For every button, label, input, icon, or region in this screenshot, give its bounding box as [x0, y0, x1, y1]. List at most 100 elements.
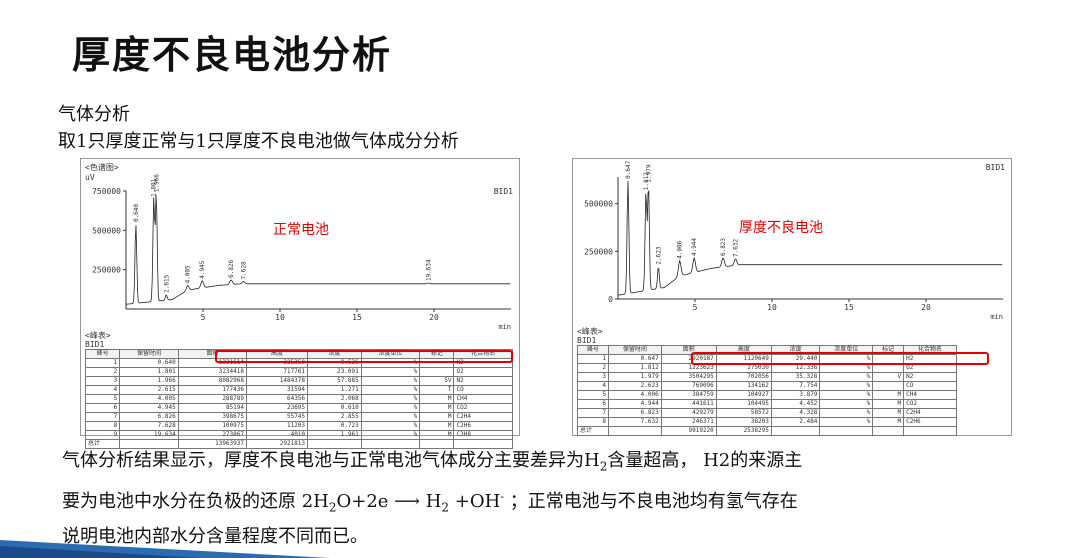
table-cell: %	[360, 421, 421, 431]
table-cell: 1.271	[307, 385, 362, 395]
table-cell: %	[819, 390, 874, 400]
table-cell: C2H6	[453, 421, 513, 431]
y-tick-label: 250000	[584, 247, 613, 256]
table-cell: C2H4	[903, 408, 957, 418]
column-header: 峰号	[84, 349, 121, 359]
conclusion-line-3: 说明电池内部水分含量程度不同而已。	[62, 526, 368, 548]
table-cell: 57.885	[307, 376, 362, 386]
y-tick-label: 250000	[92, 266, 121, 275]
table-cell: %	[360, 430, 421, 440]
table-cell: M	[872, 390, 905, 400]
table-cell: CH4	[453, 394, 513, 404]
table-cell: C2H4	[453, 412, 513, 422]
table-cell: 104495	[715, 399, 772, 409]
x-tick-label: 20	[921, 303, 931, 312]
table-cell: 0.723	[307, 421, 362, 431]
chromatogram-header: <色谱图>	[85, 163, 119, 172]
peak-label: 2.623	[655, 246, 662, 264]
y-tick-label: 500000	[92, 226, 121, 235]
table-cell: 8	[84, 421, 121, 431]
table-cell: O2	[453, 367, 513, 377]
y-tick-label: 500000	[584, 200, 613, 209]
table-cell: N2	[453, 376, 513, 386]
table-cell: 7.754	[770, 381, 821, 391]
table-cell: 273867	[177, 430, 248, 440]
table-cell: 6	[84, 403, 121, 413]
peak-table-detector: BID1	[85, 340, 105, 349]
peak-table-header: <峰表>	[577, 327, 603, 336]
table-cell: 6.826	[119, 412, 179, 422]
x-tick-label: 15	[352, 313, 362, 322]
table-cell: 4010	[245, 430, 309, 440]
table-cell: 23.091	[307, 367, 362, 377]
chromatogram-trace	[617, 180, 1003, 296]
peak-label: 6.823	[720, 238, 727, 256]
table-cell: CH4	[903, 390, 957, 400]
table-cell: 429279	[660, 408, 717, 418]
table-cell: M	[872, 399, 905, 409]
table-cell: 288789	[177, 394, 248, 404]
x-tick-label: 15	[844, 303, 854, 312]
conclusion-line-1: 气体分析结果显示，厚度不良电池与正常电池气体成分主要差异为H2含量超高， H2的…	[62, 450, 803, 474]
table-cell: N2	[903, 372, 957, 382]
table-cell: 3	[577, 372, 609, 382]
x-tick-label: 5	[201, 313, 206, 322]
table-cell: CO2	[903, 399, 957, 409]
table-cell: 4.005	[119, 394, 179, 404]
peak-label: 4.944	[691, 238, 698, 256]
table-cell: 4.328	[770, 408, 821, 418]
table-cell: 4.452	[770, 399, 821, 409]
table-cell: 1.966	[119, 376, 179, 386]
table-cell: 7.632	[607, 417, 662, 427]
table-cell: M	[419, 421, 455, 431]
y-tick-label: 750000	[92, 187, 121, 196]
table-cell: 2.623	[607, 381, 662, 391]
table-cell: 11203	[245, 421, 309, 431]
table-cell: 8082968	[177, 376, 248, 386]
chromatogram-trace	[125, 195, 511, 305]
table-cell: 1.801	[119, 367, 179, 377]
table-cell: C3H8	[453, 430, 513, 440]
table-cell: V	[872, 372, 905, 382]
table-cell: 3234418	[177, 367, 248, 377]
table-cell: 0.610	[307, 403, 362, 413]
table-cell: 4.006	[607, 390, 662, 400]
section-description: 取1只厚度正常与1只厚度不良电池做气体成分分析	[58, 131, 459, 152]
peak-table-header: <峰表>	[85, 331, 111, 340]
table-cell: CO	[453, 385, 513, 395]
table-cell: 3504295	[660, 372, 717, 382]
table-cell: 3.879	[770, 390, 821, 400]
table-cell: 23695	[245, 403, 309, 413]
x-tick-label: 5	[693, 303, 698, 312]
table-cell: CO	[903, 381, 957, 391]
column-header: 保留时间	[607, 345, 662, 355]
table-cell: 2.615	[119, 385, 179, 395]
x-tick-label: 10	[767, 303, 777, 312]
table-cell: 3	[84, 376, 121, 386]
table-cell: 55745	[245, 412, 309, 422]
table-cell: 1	[84, 358, 121, 368]
detector-label: BID1	[493, 187, 513, 196]
peak-label: 0.640	[133, 204, 140, 222]
table-cell: %	[819, 399, 874, 409]
table-cell: 246371	[660, 417, 717, 427]
table-cell: 19.634	[119, 430, 179, 440]
table-cell: 总计	[84, 439, 121, 449]
table-cell: T	[419, 385, 455, 395]
x-tick-label: 10	[275, 313, 285, 322]
table-cell: 38203	[715, 417, 772, 427]
table-cell: %	[360, 367, 421, 377]
table-cell: 7	[577, 408, 609, 418]
table-cell: 总计	[577, 426, 609, 436]
table-cell: 13963937	[177, 439, 248, 449]
x-unit-label: min	[990, 313, 1003, 321]
